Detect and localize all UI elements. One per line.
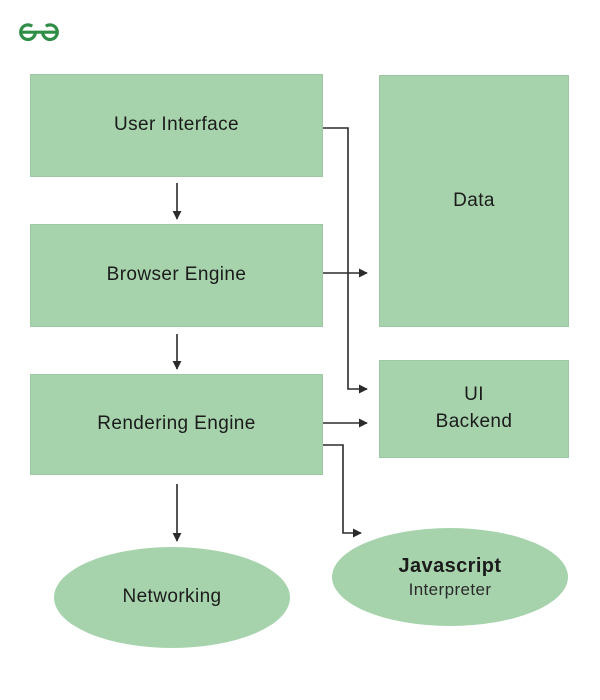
node-rendering-engine: Rendering Engine xyxy=(30,374,323,475)
geeksforgeeks-logo-icon xyxy=(19,23,59,42)
edge-user-interface-to-ui-backend xyxy=(323,127,368,394)
node-ui-backend: UI Backend xyxy=(379,360,569,458)
node-ui-backend-label-line2: Backend xyxy=(435,411,513,432)
node-user-interface: User Interface xyxy=(30,74,323,177)
node-rendering-engine-label: Rendering Engine xyxy=(97,413,256,435)
node-javascript-interpreter-label-line2: Interpreter xyxy=(408,579,492,599)
node-javascript-interpreter-label-line1: Javascript xyxy=(398,554,502,577)
node-networking: Networking xyxy=(54,547,290,648)
node-data-label: Data xyxy=(453,189,495,211)
node-javascript-interpreter: Javascript Interpreter xyxy=(332,528,568,626)
edge-rendering-engine-to-js-interpreter xyxy=(323,444,362,538)
node-networking-label: Networking xyxy=(122,586,222,608)
node-user-interface-label: User Interface xyxy=(114,114,239,136)
node-browser-engine: Browser Engine xyxy=(30,224,323,327)
node-browser-engine-label: Browser Engine xyxy=(106,264,247,286)
node-data: Data xyxy=(379,75,569,327)
node-ui-backend-label-line1: UI xyxy=(464,384,484,406)
